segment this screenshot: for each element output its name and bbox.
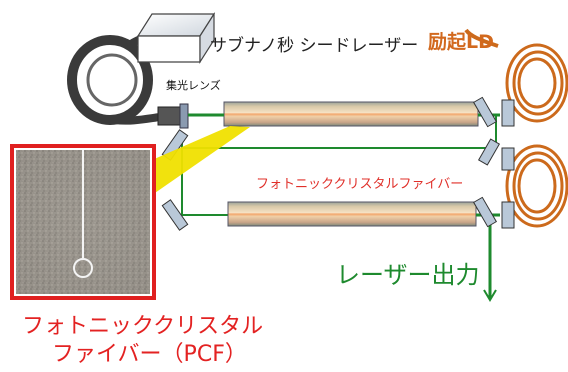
pump-fiber-coil-icon — [464, 28, 568, 228]
pcf-label: フォトニッククリスタルファイバー — [256, 177, 464, 192]
seed-laser-label: サブナノ秒 シードレーザー — [210, 36, 419, 56]
callout-wedge — [152, 126, 250, 195]
pump-ld-label: 励起LD — [428, 31, 494, 53]
pcf-caption-line2: ファイバー（PCF） — [52, 342, 247, 367]
condenser-lens-icon — [157, 103, 189, 129]
laser-output-label: レーザー出力 — [336, 261, 480, 289]
pcf-upper-tube-icon — [188, 101, 500, 127]
output-arrow-icon — [483, 215, 497, 302]
pcf-lower-tube-icon — [227, 201, 500, 227]
pump-coupler-icon — [472, 96, 515, 229]
seed-laser-box-icon — [136, 11, 216, 65]
pcf-inset-photo — [10, 144, 156, 300]
condenser-lens-label: 集光レンズ — [166, 79, 221, 92]
pcf-caption-line1: フォトニッククリスタル — [22, 314, 264, 339]
